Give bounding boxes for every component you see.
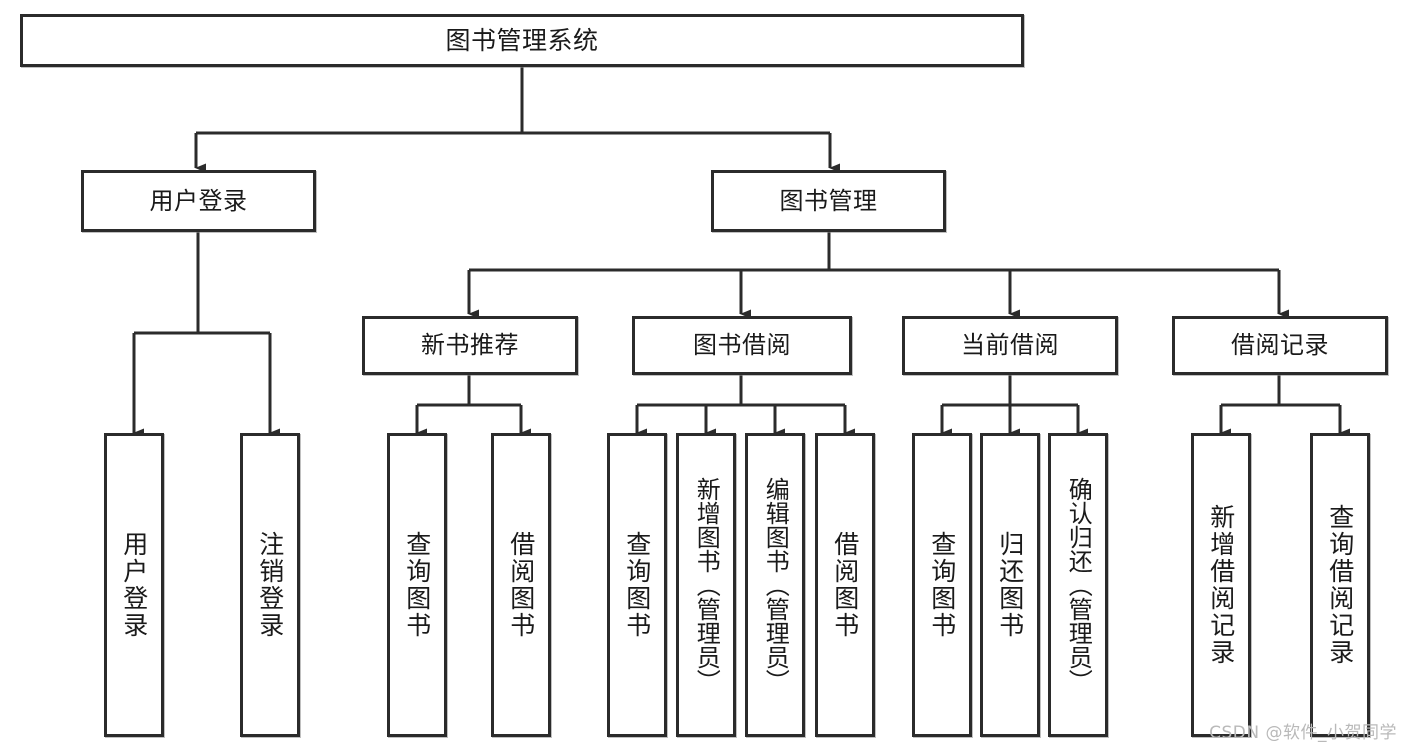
- node-label: 图书管理系统: [445, 25, 599, 55]
- node-label: 借阅图书: [830, 531, 860, 639]
- node-book-borrow[interactable]: 图书借阅: [632, 316, 852, 375]
- leaf-current-borrow-confirm-return-admin[interactable]: 确认归还（管理员）: [1048, 433, 1108, 737]
- node-label: 确认归还（管理员）: [1064, 477, 1093, 693]
- node-new-book-recommend[interactable]: 新书推荐: [362, 316, 578, 375]
- leaf-user-login-logout[interactable]: 注销登录: [240, 433, 300, 737]
- node-label: 用户登录: [149, 186, 248, 215]
- leaf-book-borrow-edit-book-admin[interactable]: 编辑图书（管理员）: [745, 433, 805, 737]
- node-root-book-management-system[interactable]: 图书管理系统: [20, 14, 1024, 67]
- leaf-new-book-borrow-book[interactable]: 借阅图书: [491, 433, 551, 737]
- leaf-borrow-record-add-record[interactable]: 新增借阅记录: [1191, 433, 1251, 737]
- node-label: 图书借阅: [693, 331, 791, 360]
- node-label: 借阅记录: [1231, 331, 1329, 360]
- node-current-borrow[interactable]: 当前借阅: [902, 316, 1118, 375]
- leaf-book-borrow-borrow-book[interactable]: 借阅图书: [815, 433, 875, 737]
- node-book-management[interactable]: 图书管理: [711, 170, 946, 232]
- node-label: 新增图书（管理员）: [692, 477, 721, 693]
- node-label: 新书推荐: [421, 331, 519, 360]
- leaf-book-borrow-add-book-admin[interactable]: 新增图书（管理员）: [676, 433, 736, 737]
- node-label: 新增借阅记录: [1206, 504, 1236, 666]
- node-borrow-record[interactable]: 借阅记录: [1172, 316, 1388, 375]
- node-label: 查询图书: [927, 531, 957, 639]
- node-label: 编辑图书（管理员）: [761, 477, 790, 693]
- leaf-book-borrow-query-book[interactable]: 查询图书: [607, 433, 667, 737]
- node-label: 图书管理: [779, 186, 878, 215]
- node-label: 查询图书: [402, 531, 432, 639]
- node-label: 注销登录: [255, 531, 285, 639]
- node-label: 借阅图书: [506, 531, 536, 639]
- node-label: 用户登录: [119, 531, 149, 639]
- node-label: 归还图书: [995, 531, 1025, 639]
- node-label: 查询图书: [622, 531, 652, 639]
- leaf-new-book-query-book[interactable]: 查询图书: [387, 433, 447, 737]
- node-label: 查询借阅记录: [1325, 504, 1355, 666]
- leaf-current-borrow-query-book[interactable]: 查询图书: [912, 433, 972, 737]
- csdn-watermark: CSDN @软件_小贺同学: [1209, 723, 1397, 743]
- leaf-borrow-record-query-record[interactable]: 查询借阅记录: [1310, 433, 1370, 737]
- leaf-user-login-login[interactable]: 用户登录: [104, 433, 164, 737]
- node-label: 当前借阅: [961, 331, 1059, 360]
- leaf-current-borrow-return-book[interactable]: 归还图书: [980, 433, 1040, 737]
- node-user-login[interactable]: 用户登录: [81, 170, 316, 232]
